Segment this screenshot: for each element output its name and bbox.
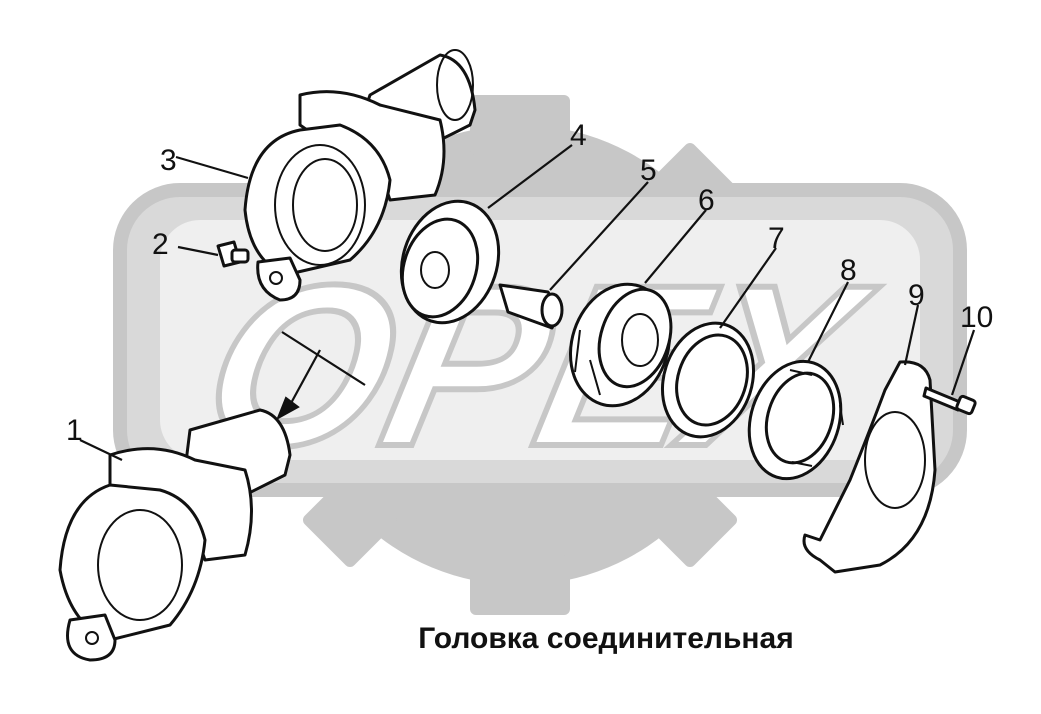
part-4-seal [399, 199, 501, 325]
part-6-sleeve [568, 282, 673, 408]
callout-7: 7 [768, 222, 785, 255]
arrow-head [276, 396, 300, 421]
callout-6: 6 [698, 184, 715, 217]
callout-9: 9 [908, 279, 925, 312]
leader-lines [79, 144, 976, 461]
part-9-plate [802, 360, 937, 574]
part-10-screw [922, 386, 977, 416]
part-7-washer [660, 321, 756, 439]
callout-5: 5 [640, 154, 657, 187]
callout-labels: 1 2 3 4 5 6 7 8 9 10 [66, 119, 993, 447]
callout-4: 4 [570, 119, 587, 152]
callout-2: 2 [152, 228, 169, 261]
part-2-bolt [216, 240, 250, 268]
callout-8: 8 [840, 254, 857, 287]
part-5-pin [498, 283, 564, 330]
watermark-text: OPEX [185, 237, 891, 494]
callout-10: 10 [960, 301, 993, 334]
diagram-caption: Головка соединительная [418, 622, 793, 655]
part-8-ring [747, 359, 844, 481]
part-1-lower-head [58, 408, 292, 662]
callout-1: 1 [66, 414, 83, 447]
assembly-arrow [276, 331, 366, 421]
part-3-upper-head [243, 49, 477, 302]
callout-3: 3 [160, 144, 177, 177]
